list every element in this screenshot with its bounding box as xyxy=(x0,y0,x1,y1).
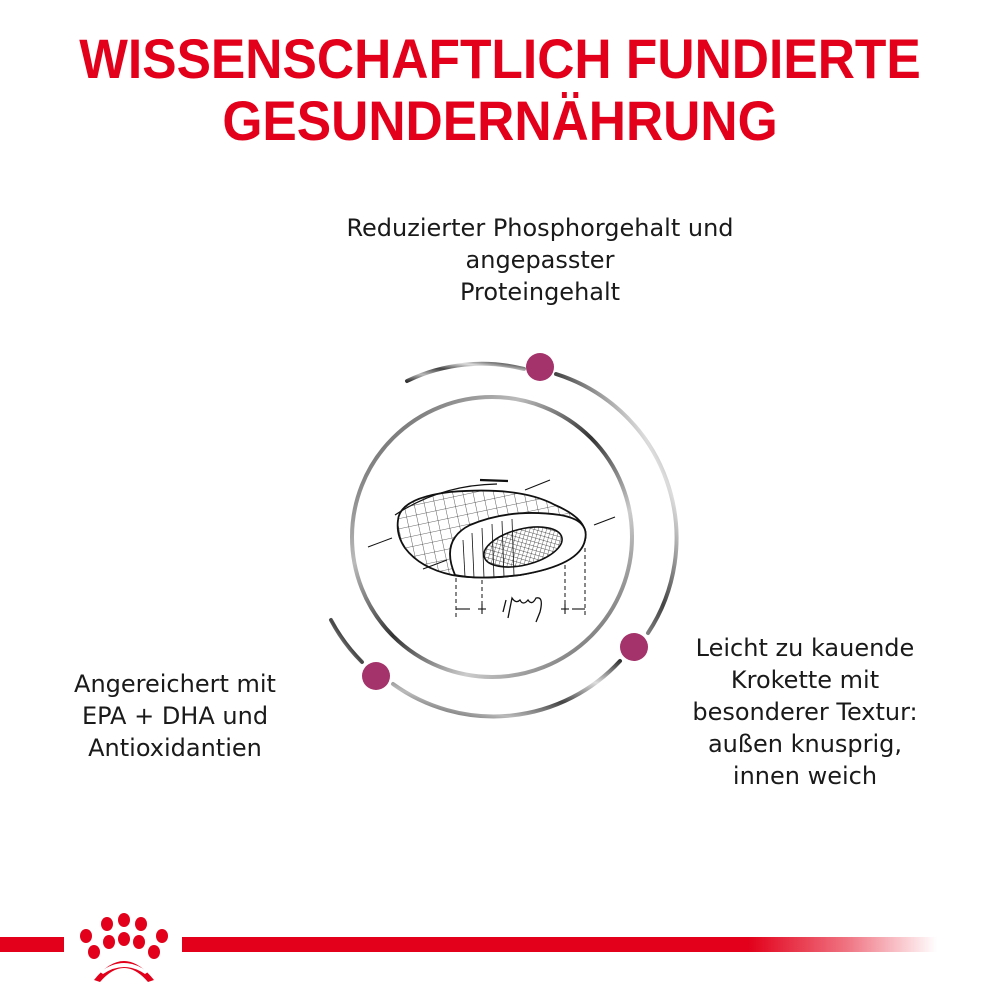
title-line-1: WISSENSCHAFTLICH FUNDIERTE xyxy=(79,27,921,90)
kibble-sketch-icon xyxy=(367,478,616,623)
feature-line: innen weich xyxy=(732,762,878,790)
feature-kibble-texture: Leicht zu kauende Krokette mit besondere… xyxy=(660,632,950,792)
royal-canin-crown-logo-icon xyxy=(80,913,168,982)
title-line-2: GESUNDERNÄHRUNG xyxy=(222,89,778,152)
feature-line: Angereichert mit xyxy=(74,670,276,698)
page-title: WISSENSCHAFTLICH FUNDIERTE GESUNDERNÄHRU… xyxy=(40,28,960,152)
feature-epa-dha: Angereichert mit EPA + DHA und Antioxida… xyxy=(30,668,320,764)
feature-line: außen knusprig, xyxy=(707,730,903,758)
feature-line: Proteingehalt xyxy=(459,278,621,306)
footer-bar-left xyxy=(0,937,64,952)
outer-ring xyxy=(329,361,679,719)
dot-left xyxy=(362,662,390,690)
feature-phosphorus-protein: Reduzierter Phosphorgehalt und angepasst… xyxy=(290,212,790,308)
dot-right xyxy=(620,633,648,661)
feature-line: Leicht zu kauende xyxy=(695,634,915,662)
feature-line: EPA + DHA und xyxy=(81,702,269,730)
inner-ring xyxy=(350,395,634,679)
feature-line: angepasster xyxy=(465,246,615,274)
feature-line: Krokette mit xyxy=(730,666,880,694)
feature-line: Reduzierter Phosphorgehalt und xyxy=(346,214,734,242)
kibble-diagram xyxy=(329,353,679,719)
footer-bar-right xyxy=(182,937,937,952)
feature-line: Antioxidantien xyxy=(88,734,262,762)
dot-top xyxy=(526,353,554,381)
feature-line: besonderer Textur: xyxy=(692,698,918,726)
